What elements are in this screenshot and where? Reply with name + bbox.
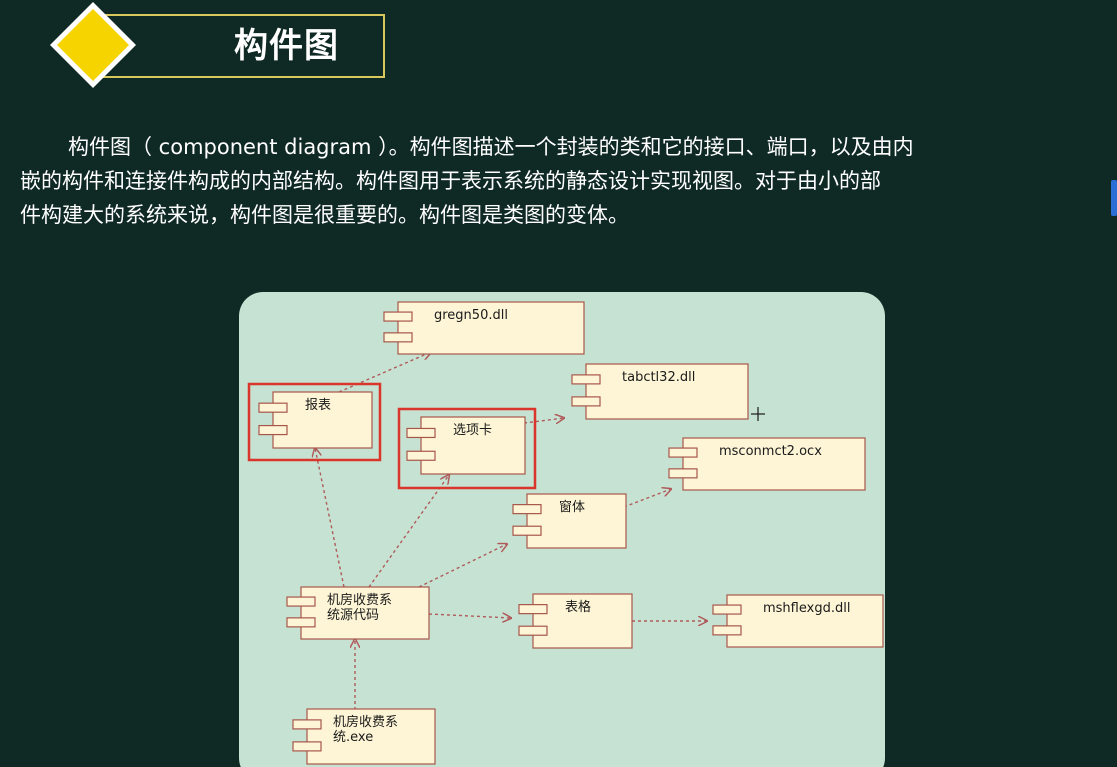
component-port-icon — [406, 450, 436, 461]
dependency-arrow-baobiao-to-gregn — [338, 352, 431, 393]
component-port-icon — [571, 374, 601, 385]
crosshair-cursor-icon — [751, 407, 765, 421]
yellow-diamond-icon — [50, 2, 136, 88]
component-label: gregn50.dll — [434, 308, 508, 323]
component-label: 报表 — [305, 398, 331, 413]
dependency-arrow-source-to-biaoge — [428, 614, 511, 618]
dependency-arrow-xuanxiangka-to-tabctl — [523, 418, 564, 423]
component-port-icon — [518, 604, 548, 615]
component-label: 统源代码 — [327, 608, 379, 623]
component-gregn: gregn50.dll — [383, 301, 585, 355]
component-label: 统.exe — [333, 730, 373, 745]
component-port-icon — [512, 504, 542, 515]
description-line-1: 构件图（ component diagram ）。构件图描述一个封装的类和它的接… — [68, 135, 914, 159]
component-label: 选项卡 — [453, 423, 492, 438]
component-body — [726, 594, 884, 648]
highlight-box-baobiao — [247, 382, 382, 462]
component-chuangti: 窗体 — [512, 493, 627, 549]
component-label: msconmct2.ocx — [719, 444, 822, 459]
component-port-icon — [512, 525, 542, 536]
description-line-2: 嵌的构件和连接件构成的内部结构。构件图用于表示系统的静态设计实现视图。对于由小的… — [20, 169, 881, 193]
component-port-icon — [286, 596, 316, 607]
highlight-boxes — [247, 382, 537, 490]
component-port-icon — [383, 311, 413, 322]
component-label: mshflexgd.dll — [763, 601, 850, 616]
slide-title: 构件图 — [234, 26, 339, 66]
highlight-box-xuanxiangka — [397, 407, 537, 490]
side-scroll-tab[interactable] — [1111, 180, 1117, 216]
description-paragraph: 构件图（ component diagram ）。构件图描述一个封装的类和它的接… — [20, 130, 1117, 232]
component-port-icon — [383, 332, 413, 343]
component-port-icon — [406, 427, 436, 439]
component-port-icon — [712, 604, 742, 615]
component-body — [300, 586, 430, 640]
component-biaoge: 表格 — [518, 593, 633, 649]
component-label: tabctl32.dll — [622, 370, 695, 385]
component-label: 窗体 — [559, 499, 585, 515]
component-port-icon — [518, 625, 548, 636]
component-mshflex: mshflexgd.dll — [712, 594, 884, 648]
component-mscomct: msconmct2.ocx — [668, 437, 866, 491]
dependency-arrow-source-to-baobiao — [315, 448, 345, 588]
dependency-arrow-source-to-xuanxiangka — [368, 475, 449, 588]
component-body — [585, 363, 749, 420]
dependency-arrow-source-to-chuangti — [418, 544, 507, 588]
component-port-icon — [286, 617, 316, 628]
component-body — [526, 493, 627, 549]
dependency-arrow-chuangti-to-mscomct — [623, 489, 671, 508]
component-label: 机房收费系 — [333, 714, 398, 730]
component-body — [272, 391, 373, 449]
component-port-icon — [668, 447, 698, 458]
component-port-icon — [668, 468, 698, 479]
component-label: 机房收费系 — [327, 592, 392, 608]
component-port-icon — [292, 719, 322, 730]
component-port-icon — [571, 396, 601, 407]
component-xuanxiangka: 选项卡 — [406, 416, 526, 475]
component-port-icon — [258, 402, 288, 413]
component-body — [397, 301, 585, 355]
component-port-icon — [712, 625, 742, 636]
component-label: 表格 — [565, 599, 591, 615]
component-port-icon — [258, 424, 288, 436]
component-body — [306, 708, 436, 765]
component-body — [420, 416, 526, 475]
component-body — [532, 593, 633, 649]
component-port-icon — [292, 741, 322, 752]
dependency-edges — [315, 352, 707, 710]
component-baobiao: 报表 — [258, 391, 373, 449]
description-line-3: 件构建大的系统来说，构件图是很重要的。构件图是类图的变体。 — [20, 203, 629, 227]
component-diagram: gregn50.dll tabctl32.dll 报表选项卡 msconmct2.oc… — [239, 292, 885, 767]
component-tabctl: tabctl32.dll — [571, 363, 749, 420]
component-body — [682, 437, 866, 491]
